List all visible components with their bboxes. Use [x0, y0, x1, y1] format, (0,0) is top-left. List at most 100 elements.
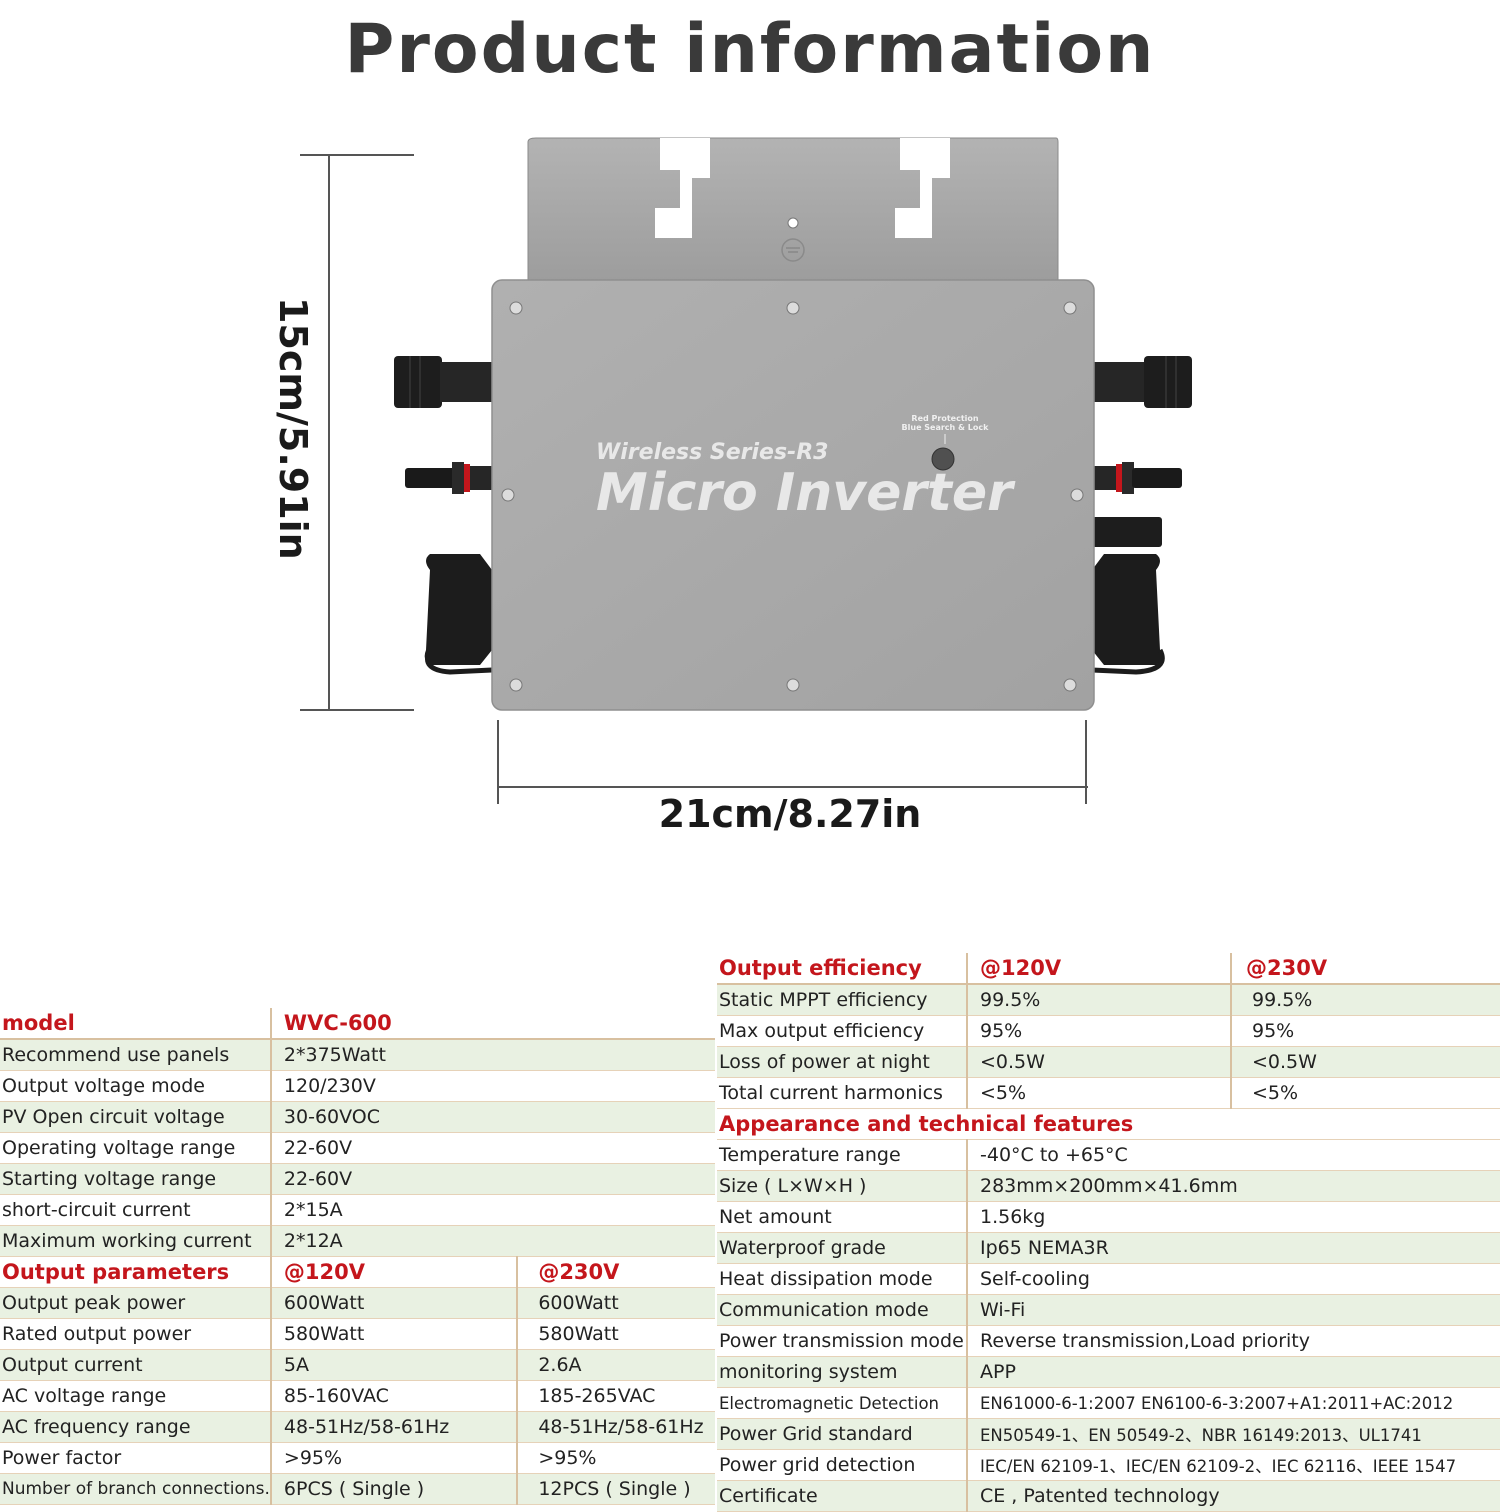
spec-label: short-circuit current	[0, 1194, 271, 1226]
spec-label: Recommend use panels	[0, 1039, 271, 1071]
table-row: Output parameters @120V @230V	[0, 1256, 715, 1288]
spec-label: Total current harmonics	[717, 1077, 967, 1109]
spec-label: Waterproof grade	[717, 1232, 967, 1264]
table-row: Size ( L×W×H )283mm×200mm×41.6mm	[717, 1170, 1500, 1202]
spec-value: CE , Patented technology	[966, 1480, 1500, 1512]
spec-value-120v: 99.5%	[966, 984, 1231, 1016]
device-series-label: Wireless Series-R3	[596, 440, 828, 465]
spec-value: Reverse transmission,Load priority	[966, 1325, 1500, 1357]
device-name-label: Micro Inverter	[596, 463, 1016, 523]
micro-inverter-image: Red Protection Blue Search & Lock Wirele…	[394, 137, 1192, 711]
spec-label: Electromagnetic Detection	[717, 1387, 967, 1419]
spec-label: Starting voltage range	[0, 1163, 271, 1195]
spec-value: 2*375Watt	[269, 1039, 518, 1071]
spec-value-120v: <5%	[966, 1077, 1231, 1109]
width-dimension-left-tick	[497, 720, 499, 804]
spec-value: 22-60V	[269, 1132, 518, 1164]
page-title: Product information	[344, 10, 1156, 89]
spec-value-230v: >95%	[516, 1442, 715, 1474]
spec-label: Temperature range	[717, 1139, 967, 1171]
efficiency-230v-header: @230V	[1230, 953, 1500, 984]
spec-label: Power transmission mode	[717, 1325, 967, 1357]
spec-value: 2*15A	[269, 1194, 518, 1226]
spec-value-230v: 2.6A	[516, 1349, 715, 1381]
spec-label: Power factor	[0, 1442, 271, 1474]
height-dimension-line	[328, 154, 330, 710]
spec-value-230v: 580Watt	[516, 1318, 715, 1350]
output-parameters-header: Output parameters	[0, 1256, 271, 1288]
model-label: model	[0, 1008, 271, 1039]
table-row: Output efficiency @120V @230V	[717, 953, 1500, 984]
spec-label: Communication mode	[717, 1294, 967, 1326]
spec-value: APP	[966, 1356, 1500, 1388]
spec-label: Max output efficiency	[717, 1015, 967, 1047]
width-dimension-label: 21cm/8.27in	[658, 792, 922, 836]
features-header: Appearance and technical features	[717, 1108, 1500, 1140]
width-dimension-line	[498, 786, 1088, 788]
spec-label: PV Open circuit voltage	[0, 1101, 271, 1133]
left-connectors	[394, 356, 494, 675]
spec-label: Operating voltage range	[0, 1132, 271, 1164]
spec-value-230v: <5%	[1230, 1077, 1500, 1109]
mounting-plate	[527, 137, 1059, 281]
spec-label: Rated output power	[0, 1318, 271, 1350]
spec-label: Maximum working current	[0, 1225, 271, 1257]
spec-value-230v: 12PCS ( Single )	[516, 1473, 715, 1505]
spec-label: Output current	[0, 1349, 271, 1381]
spec-value: 2*12A	[269, 1225, 518, 1257]
spec-label: Size ( L×W×H )	[717, 1170, 967, 1202]
spec-value-230v: 48-51Hz/58-61Hz	[516, 1411, 715, 1443]
led-label-line2: Blue Search & Lock	[902, 423, 990, 432]
spec-value: 30-60VOC	[269, 1101, 518, 1133]
spec-label: AC frequency range	[0, 1411, 271, 1443]
spec-label: Number of branch connections.	[0, 1473, 271, 1505]
spec-value-230v: 600Watt	[516, 1287, 715, 1319]
right-connectors	[1091, 356, 1192, 675]
output-efficiency-header: Output efficiency	[717, 953, 967, 984]
height-dimension-top-tick	[300, 154, 414, 156]
inverter-body: Red Protection Blue Search & Lock Wirele…	[491, 279, 1095, 711]
spec-value-120v: >95%	[269, 1442, 518, 1474]
spec-value: 1.56kg	[966, 1201, 1500, 1233]
spec-value: -40°C to +65°C	[966, 1139, 1500, 1171]
spec-label: Power grid detection	[717, 1449, 967, 1481]
output-230v-header: @230V	[516, 1256, 715, 1288]
spec-value: EN50549-1、EN 50549-2、NBR 16149:2013、UL17…	[966, 1418, 1500, 1450]
spec-value-230v: 185-265VAC	[516, 1380, 715, 1412]
table-row: model WVC-600	[0, 1008, 715, 1039]
spec-value-120v: 48-51Hz/58-61Hz	[269, 1411, 518, 1443]
spec-label: AC voltage range	[0, 1380, 271, 1412]
table-row: Appearance and technical features	[717, 1108, 1500, 1140]
spec-value: EN61000-6-1:2007 EN6100-6-3:2007+A1:2011…	[966, 1387, 1500, 1419]
spec-value-230v: <0.5W	[1230, 1046, 1500, 1078]
spec-value-120v: 85-160VAC	[269, 1380, 518, 1412]
table-row: Power factor>95%>95%	[0, 1442, 715, 1474]
spec-value: IEC/EN 62109-1、IEC/EN 62109-2、IEC 62116、…	[966, 1449, 1500, 1481]
spec-value-230v: 95%	[1230, 1015, 1500, 1047]
spec-label: Loss of power at night	[717, 1046, 967, 1078]
status-led	[931, 447, 955, 471]
table-row: Loss of power at night<0.5W<0.5W	[717, 1046, 1500, 1078]
spec-label: Net amount	[717, 1201, 967, 1233]
spec-label: monitoring system	[717, 1356, 967, 1388]
spec-label: Power Grid standard	[717, 1418, 967, 1450]
